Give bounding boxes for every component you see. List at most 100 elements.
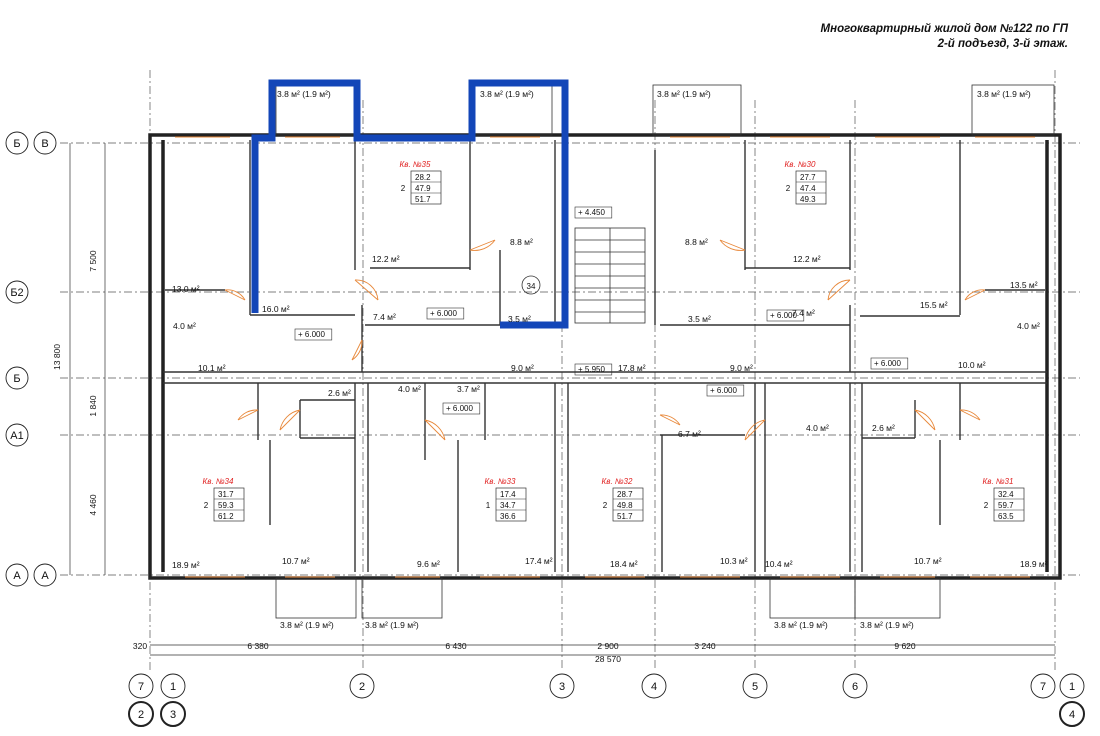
axis-label: 1 <box>170 681 176 693</box>
area-value: 59.3 <box>218 501 234 510</box>
axis-label: А <box>13 570 21 582</box>
room-area-label: 18.9 м² <box>172 560 200 570</box>
room-area-label: 3.8 м² (1.9 м²) <box>277 89 331 99</box>
axis-label: 2 <box>138 709 144 721</box>
room-area-label: 16.0 м² <box>262 304 290 314</box>
level-mark-frame <box>426 307 465 320</box>
level-mark: + 6.000 <box>710 386 737 395</box>
axis-bubble <box>33 563 57 587</box>
level-mark-frame <box>574 206 613 219</box>
vertical-dimension: 1 840 <box>88 395 98 417</box>
axis-label: А1 <box>10 430 23 442</box>
room-area-label: 12.2 м² <box>372 254 400 264</box>
room-area-label: 13.5 м² <box>1010 280 1038 290</box>
level-mark: + 6.000 <box>430 309 457 318</box>
walls <box>148 133 1062 580</box>
room-area-label: 4.0 м² <box>1017 321 1040 331</box>
vertical-dimension: 7 500 <box>88 250 98 272</box>
axis-bubble <box>33 131 57 155</box>
room-area-label: 2.6 м² <box>872 423 895 433</box>
area-value: 27.7 <box>800 173 816 182</box>
level-mark-frame <box>766 309 805 322</box>
vertical-dimension: 13 800 <box>52 344 62 370</box>
apartment-table <box>213 487 245 522</box>
level-mark: + 6.000 <box>770 311 797 320</box>
axis-bubble-bold <box>1059 701 1085 727</box>
room-area-label: 12.2 м² <box>793 254 821 264</box>
room-count: 2 <box>204 501 209 510</box>
axis-label: Б2 <box>10 287 23 299</box>
area-value: 17.4 <box>500 490 516 499</box>
horizontal-dimension: 6 430 <box>445 641 467 651</box>
area-value: 49.8 <box>617 501 633 510</box>
room-area-label: 6.7 м² <box>678 429 701 439</box>
level-mark: + 5.950 <box>578 365 605 374</box>
level-mark-frame <box>574 363 613 376</box>
area-value: 51.7 <box>415 195 431 204</box>
room-area-label: 4.0 м² <box>173 321 196 331</box>
room-area-label: 17.8 м² <box>618 363 646 373</box>
horizontal-dimension: 6 380 <box>247 641 269 651</box>
axis-bubble <box>549 673 575 699</box>
room-area-label: 10.4 м² <box>765 559 793 569</box>
axis-bubble <box>160 673 186 699</box>
axis-label: 3 <box>170 709 176 721</box>
axis-bubble <box>842 673 868 699</box>
axis-bubble <box>742 673 768 699</box>
level-mark-frame <box>442 402 481 415</box>
room-area-label: 7.4 м² <box>373 312 396 322</box>
selected-apartment-outline <box>251 79 569 329</box>
axis-label: 5 <box>752 681 758 693</box>
room-count: 2 <box>984 501 989 510</box>
axis-bubble <box>1059 673 1085 699</box>
room-area-label: 10.0 м² <box>958 360 986 370</box>
area-value: 61.2 <box>218 512 234 521</box>
axis-bubble <box>5 280 29 304</box>
axis-label: 6 <box>852 681 858 693</box>
room-area-label: 10.7 м² <box>914 556 942 566</box>
doors <box>224 239 986 441</box>
room-area-label: 8.8 м² <box>510 237 533 247</box>
axis-bubble-bold <box>160 701 186 727</box>
room-area-label: 4.0 м² <box>806 423 829 433</box>
apartment-label: Кв. №31 <box>983 477 1014 486</box>
apartment-label: Кв. №34 <box>203 477 234 486</box>
room-area-label: 8.8 м² <box>685 237 708 247</box>
area-value: 32.4 <box>998 490 1014 499</box>
room-area-label: 10.1 м² <box>198 363 226 373</box>
axis-label: 4 <box>1069 709 1075 721</box>
area-value: 31.7 <box>218 490 234 499</box>
axis-bubble-bold <box>128 701 154 727</box>
room-area-label: 9.0 м² <box>730 363 753 373</box>
room-area-label: 13.0 м² <box>172 284 200 294</box>
area-value: 49.3 <box>800 195 816 204</box>
axis-label: Б <box>13 373 20 385</box>
room-area-label: 2.6 м² <box>328 388 351 398</box>
apartment-label: Кв. №35 <box>400 160 431 169</box>
drawing-title: Многоквартирный жилой дом №122 по ГП 2-й… <box>821 22 1068 52</box>
apartment-label: Кв. №30 <box>785 160 816 169</box>
room-area-label: 10.3 м² <box>720 556 748 566</box>
room-area-label: 4.0 м² <box>398 384 421 394</box>
axis-bubble <box>5 423 29 447</box>
area-value: 28.7 <box>617 490 633 499</box>
room-area-label: 18.9 м² <box>1020 559 1048 569</box>
room-area-label: 18.4 м² <box>610 559 638 569</box>
axis-bubble <box>641 673 667 699</box>
horizontal-dimension: 9 620 <box>894 641 916 651</box>
apartment-table <box>612 487 644 522</box>
apartment-table <box>410 170 442 205</box>
area-value: 28.2 <box>415 173 431 182</box>
horizontal-dimension: 3 240 <box>694 641 716 651</box>
windows <box>175 136 1035 578</box>
room-area-label: 3.7 м² <box>457 384 480 394</box>
axis-label: 4 <box>651 681 657 693</box>
room-area-label: 15.5 м² <box>920 300 948 310</box>
room-area-label: 9.0 м² <box>511 363 534 373</box>
level-mark: + 6.000 <box>298 330 325 339</box>
axis-label: 1 <box>1069 681 1075 693</box>
axis-label: 7 <box>138 681 144 693</box>
level-mark: + 6.000 <box>874 359 901 368</box>
level-mark: + 6.000 <box>446 404 473 413</box>
room-area-label: 10.7 м² <box>282 556 310 566</box>
